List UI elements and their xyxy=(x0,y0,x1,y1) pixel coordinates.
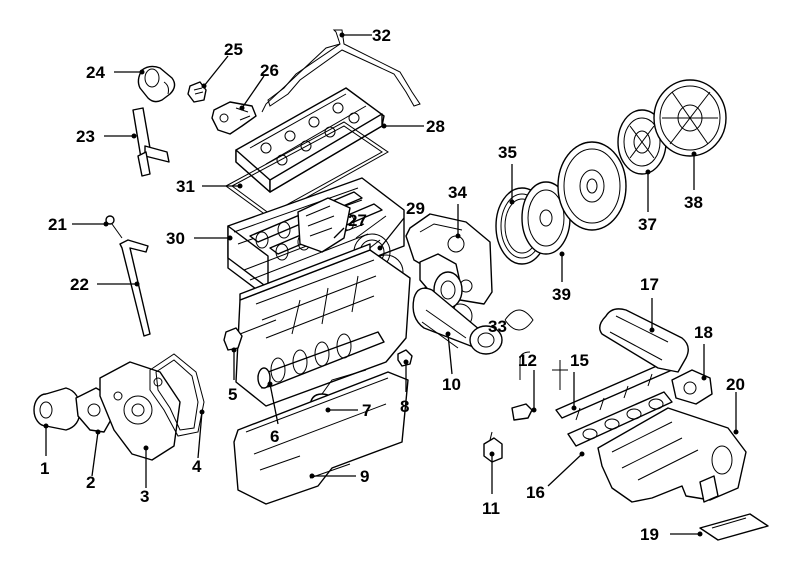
callout-12: 12 xyxy=(518,351,537,370)
part-front-gasket xyxy=(149,353,205,437)
callout-17: 17 xyxy=(640,275,659,294)
callout-28: 28 xyxy=(426,117,445,136)
part-front-cover xyxy=(99,361,181,461)
callout-33: 33 xyxy=(488,317,507,336)
callout-10: 10 xyxy=(442,375,461,394)
part-coolant-pipe xyxy=(132,107,170,177)
callout-30: 30 xyxy=(166,229,185,248)
callout-3: 3 xyxy=(140,487,149,506)
part-water-pump xyxy=(412,253,503,355)
part-flywheel xyxy=(557,141,627,231)
callout-9: 9 xyxy=(360,467,369,486)
callout-7: 7 xyxy=(362,401,371,420)
part-oil-pan xyxy=(233,371,409,505)
callout-24: 24 xyxy=(86,63,105,82)
part-throttle-body xyxy=(671,369,713,405)
callout-31: 31 xyxy=(176,177,195,196)
callout-32: 32 xyxy=(372,26,391,45)
part-intake-manifold xyxy=(597,407,747,503)
callout-38: 38 xyxy=(684,193,703,212)
part-clutch-disc xyxy=(617,109,667,175)
callout-25: 25 xyxy=(224,40,243,59)
part-knock-sensor xyxy=(483,431,503,463)
part-dipstick xyxy=(105,215,151,337)
part-valve-cover-gasket xyxy=(225,121,389,219)
part-oil-filter xyxy=(33,387,81,431)
part-bracket xyxy=(699,513,769,541)
part-pressure-plate xyxy=(653,79,727,157)
callout-21: 21 xyxy=(48,215,67,234)
callout-18: 18 xyxy=(694,323,713,342)
part-temp-sensor xyxy=(511,403,533,421)
callout-19: 19 xyxy=(640,525,659,544)
callout-2: 2 xyxy=(86,473,95,492)
callout-16: 16 xyxy=(526,483,545,502)
part-wiring-bracket xyxy=(261,29,421,113)
callout-34: 34 xyxy=(448,183,467,202)
callout-6: 6 xyxy=(270,427,279,446)
callout-5: 5 xyxy=(228,385,237,404)
callout-22: 22 xyxy=(70,275,89,294)
callout-11: 11 xyxy=(482,499,500,518)
callout-27: 27 xyxy=(348,211,367,230)
callout-20: 20 xyxy=(726,375,745,394)
callout-37: 37 xyxy=(638,215,657,234)
part-oil-pressure-switch xyxy=(223,319,277,351)
leader-lines xyxy=(45,34,737,535)
callout-35: 35 xyxy=(498,143,517,162)
part-engine-block xyxy=(235,243,411,407)
callout-1: 1 xyxy=(40,459,49,478)
callout-labels: 32 24 25 26 23 28 31 21 30 22 27 29 34 3… xyxy=(40,26,745,544)
callout-4: 4 xyxy=(192,457,202,476)
callout-26: 26 xyxy=(260,61,279,80)
part-sensor xyxy=(187,81,207,103)
leader-dots xyxy=(43,32,739,537)
callout-15: 15 xyxy=(570,351,589,370)
callout-23: 23 xyxy=(76,127,95,146)
callout-39: 39 xyxy=(552,285,571,304)
callout-29: 29 xyxy=(406,199,425,218)
part-thermostat-housing xyxy=(137,65,176,103)
part-cam-sensor xyxy=(211,101,257,135)
part-cylinder-head xyxy=(227,177,405,299)
callout-8: 8 xyxy=(400,397,409,416)
part-crankshaft xyxy=(257,331,385,389)
part-intake-tube xyxy=(599,308,689,373)
part-manifold-gasket xyxy=(567,391,673,447)
